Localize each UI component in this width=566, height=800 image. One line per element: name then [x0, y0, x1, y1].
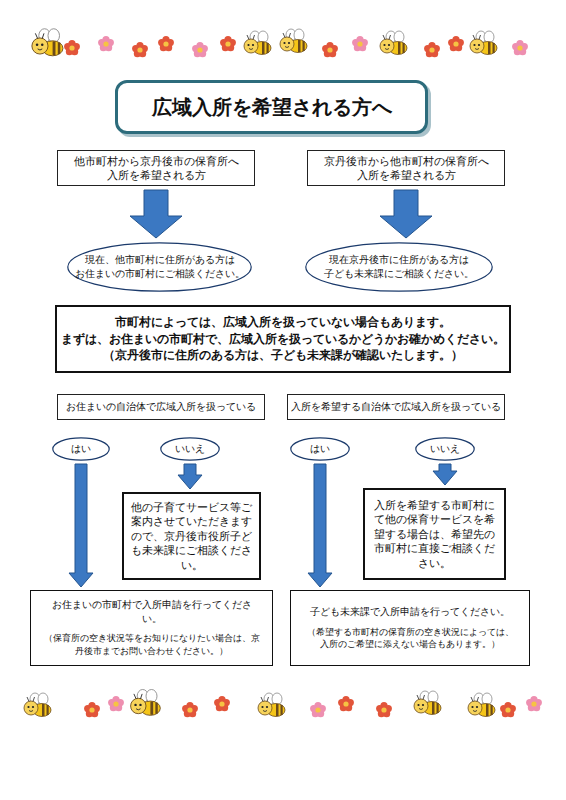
oval-shape — [291, 438, 349, 460]
audience-box: 京丹後市から他市町村の保育所へ 入所を希望される方 — [307, 150, 505, 186]
flower-illustration — [192, 42, 208, 57]
flower-illustration — [500, 702, 516, 717]
flower-illustration — [182, 702, 198, 717]
node-text: （保育所の空き状況等をお知りになりたい場合は、京丹後市までお問い合わせください。… — [43, 632, 260, 658]
flower-illustration — [64, 40, 80, 55]
flower-illustration — [352, 36, 368, 51]
flow-arrow — [178, 464, 202, 489]
oval-shape — [416, 438, 474, 460]
oval-outline — [67, 242, 252, 292]
node-text: 子ども未来課で入所申請を行ってください。 — [310, 605, 510, 619]
node-text: 入所を希望する自治体で広域入所を扱っている — [291, 400, 501, 413]
oval-shape — [53, 438, 109, 460]
flower-illustration — [310, 702, 326, 717]
flower-illustration — [220, 36, 236, 51]
flower-illustration — [526, 696, 542, 711]
flower-illustration — [322, 42, 338, 57]
question-box: お住まいの自治体で広域入所を扱っている — [57, 394, 265, 420]
flower-illustration — [338, 696, 354, 711]
bee-illustration — [244, 31, 271, 55]
node-text: いいえ — [430, 442, 460, 456]
flow-arrow — [433, 464, 457, 485]
flower-illustration — [132, 42, 148, 57]
node-text: （京丹後市に住所のある方は、子ども未来課が確認いたします。） — [103, 347, 463, 364]
node-text: お住まいの市町村で入所申請を行ってください。 — [43, 598, 260, 626]
title-banner: 広域入所を希望される方へ — [115, 80, 428, 134]
flower-illustration — [158, 36, 174, 51]
node-text: 他市町村から京丹後市の保育所へ 入所を希望される方 — [58, 154, 254, 183]
advice-oval: 現在、他市町村に住所がある方は お住まいの市町村にご相談ください。 — [67, 242, 252, 292]
node-text: 京丹後市から他市町村の保育所へ 入所を希望される方 — [308, 154, 504, 183]
flow-arrow — [380, 190, 432, 238]
flow-arrow — [69, 464, 93, 587]
bee-illustration — [32, 29, 63, 56]
node-text: 他の子育てサービス等ご案内させていただきますので、京丹後市役所子ども未来課にご相… — [130, 500, 253, 572]
node-text: 現在、他市町村に住所がある方は お住まいの市町村にご相談ください。 — [67, 253, 252, 280]
bee-illustration — [414, 691, 441, 715]
node-text: はい — [310, 442, 330, 456]
flower-illustration — [84, 702, 100, 717]
bee-illustration — [470, 31, 497, 55]
node-text: お住まいの自治体で広域入所を扱っている — [66, 400, 256, 413]
flower-illustration — [424, 42, 440, 57]
oval-shape — [306, 243, 492, 291]
flow-arrow — [130, 190, 182, 238]
node-text: 現在京丹後市に住所がある方は 子ども未来課にご相談ください。 — [305, 253, 493, 280]
flower-illustration — [98, 36, 114, 51]
question-box: 入所を希望する自治体で広域入所を扱っている — [287, 394, 505, 420]
answer-oval: いいえ — [160, 437, 220, 461]
audience-box: 他市町村から京丹後市の保育所へ 入所を希望される方 — [57, 150, 255, 186]
alternative-box: 入所を希望する市町村にて他の保育サービスを希望する場合は、希望先の市町村に直接ご… — [363, 488, 506, 580]
bee-illustration — [258, 693, 285, 717]
bee-illustration — [280, 29, 307, 53]
answer-oval: はい — [52, 437, 110, 461]
oval-shape — [68, 243, 251, 291]
answer-oval: いいえ — [415, 437, 475, 461]
answer-oval: はい — [290, 437, 350, 461]
alternative-box: 他の子育てサービス等ご案内させていただきますので、京丹後市役所子ども未来課にご相… — [122, 492, 261, 580]
oval-outline — [305, 242, 493, 292]
node-text: いいえ — [175, 442, 205, 456]
bee-illustration — [380, 31, 407, 55]
application-box: お住まいの市町村で入所申請を行ってください。 （保育所の空き状況等をお知りになりた… — [30, 590, 273, 666]
flower-illustration — [512, 40, 528, 55]
flower-illustration — [448, 36, 464, 51]
flow-arrow — [308, 464, 332, 587]
notice-box: 市町村によっては、広域入所を扱っていない場合もあります。まずは、お住まいの市町村… — [55, 305, 511, 373]
node-text: 市町村によっては、広域入所を扱っていない場合もあります。 — [115, 314, 451, 331]
node-text: （希望する市町村の保育所の空き状況によっては、入所のご希望に添えない場合もありま… — [303, 626, 517, 652]
flower-illustration — [214, 696, 230, 711]
node-text: まずは、お住まいの市町村で、広域入所を扱っているかどうかお確かめください。 — [61, 331, 505, 348]
application-box: 子ども未来課で入所申請を行ってください。 （希望する市町村の保育所の空き状況によっ… — [290, 590, 530, 666]
bee-illustration — [24, 693, 51, 717]
bee-illustration — [131, 690, 161, 716]
node-text: 入所を希望する市町村にて他の保育サービスを希望する場合は、希望先の市町村に直接ご… — [371, 498, 498, 570]
advice-oval: 現在京丹後市に住所がある方は 子ども未来課にご相談ください。 — [305, 242, 493, 292]
node-text: はい — [71, 442, 91, 456]
flower-illustration — [376, 702, 392, 717]
flower-illustration — [108, 696, 124, 711]
oval-shape — [161, 438, 219, 460]
bee-illustration — [468, 693, 495, 717]
